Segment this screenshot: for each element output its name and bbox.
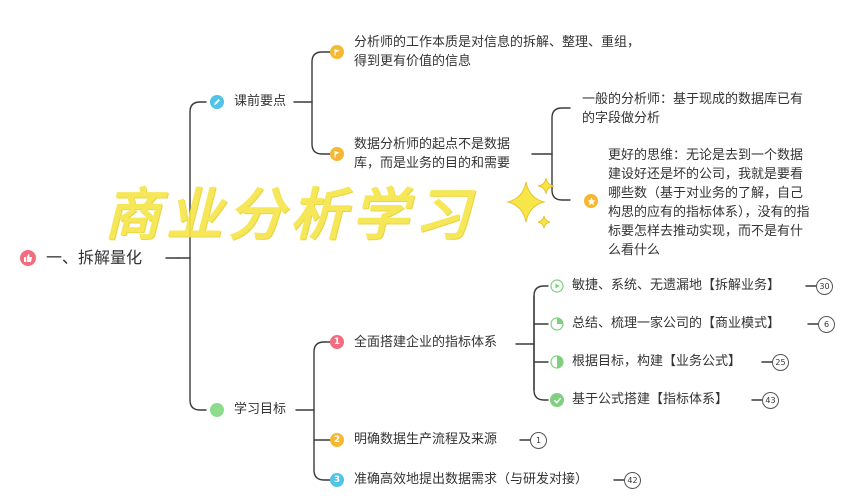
sparkle-icon	[506, 177, 555, 229]
pencil-icon	[210, 95, 224, 109]
connector-root-up	[189, 101, 207, 259]
analyst-common[interactable]: 一般的分析师：基于现成的数据库已有的字段做分析	[582, 92, 804, 126]
connector-analyst-down	[551, 153, 571, 201]
goal-item-3[interactable]: 准确高效地提出数据需求（与研发对接）	[354, 472, 589, 487]
pre-class-item-1[interactable]: 分析师的工作本质是对信息的拆解、整理、重组，得到更有价值的信息	[354, 35, 641, 69]
branch-goals[interactable]: 学习目标	[234, 402, 287, 417]
connector-goals-down	[313, 439, 331, 481]
goal-count-badge: 1	[530, 432, 547, 449]
connector-steps-top	[533, 285, 549, 345]
pre-class-item-2[interactable]: 数据分析师的起点不是数据库，而是业务的目的和需要	[354, 137, 511, 171]
system-step-3[interactable]: 根据目标，构建【业务公式】	[572, 354, 742, 369]
step-count-badge: 25	[772, 354, 789, 371]
connector-goals-mid	[313, 409, 331, 441]
goal-item-1[interactable]: 全面搭建企业的指标体系	[354, 335, 498, 350]
goal-count-badge: 42	[624, 472, 641, 489]
analyst-better[interactable]: 更好的思维：无论是去到一个数据建设好还是坏的公司，我就是要看哪些数（基于对业务的…	[608, 148, 810, 258]
system-step-4[interactable]: 基于公式搭建【指标体系】	[572, 392, 729, 407]
connector-steps-bottom	[533, 343, 549, 401]
root-node[interactable]: 一、拆解量化	[46, 248, 143, 267]
play-progress-icon	[550, 279, 564, 293]
step-count-badge: 43	[762, 392, 779, 409]
connector-goals-up	[313, 341, 331, 411]
step-count-badge: 30	[816, 278, 833, 295]
quarter-progress-icon	[550, 317, 564, 331]
half-progress-icon	[550, 355, 564, 369]
number-1-icon: 1	[330, 335, 344, 349]
flag-icon	[330, 45, 344, 59]
circle-icon	[210, 403, 224, 417]
goal-item-2[interactable]: 明确数据生产流程及来源	[354, 432, 498, 447]
step-count-badge: 6	[818, 316, 835, 333]
branch-pre-class[interactable]: 课前要点	[234, 94, 287, 109]
connector-root-down	[189, 257, 207, 411]
system-step-1[interactable]: 敏捷、系统、无遗漏地【拆解业务】	[572, 278, 781, 293]
flag-icon	[330, 147, 344, 161]
thumbs-up-icon	[20, 250, 36, 266]
connector-pre-down	[311, 101, 331, 155]
connector-pre-up	[311, 51, 331, 103]
system-step-2[interactable]: 总结、梳理一家公司的【商业模式】	[572, 316, 781, 331]
checkmark-icon	[550, 393, 564, 407]
star-icon	[584, 194, 598, 208]
connector-analyst-up	[551, 107, 571, 155]
number-2-icon: 2	[330, 433, 344, 447]
watermark-text: 商业分析学习	[104, 182, 476, 248]
number-3-icon: 3	[330, 473, 344, 487]
